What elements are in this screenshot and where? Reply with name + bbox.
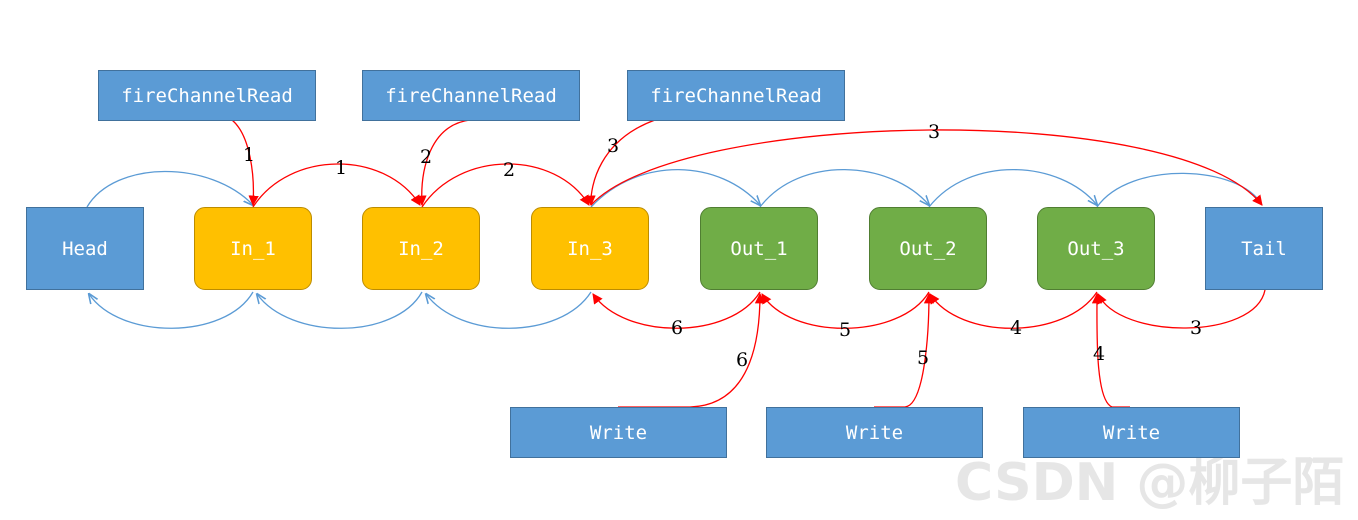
flow-out2-out1 [761,291,930,329]
link-head-in1 [86,170,253,208]
link-in3-in2 [426,292,592,329]
link-in2-in1 [257,292,423,329]
link-out3-tail [1096,172,1263,208]
label-fire1-step: 1 [243,144,255,166]
fire-channel-read-box-3: fireChannelRead [627,70,845,121]
watermark: CSDN @柳子陌 [955,453,1344,513]
in2-node: In_2 [362,207,480,290]
label-tail-out3-step: 3 [1190,317,1202,339]
label-out2-out1-step: 5 [839,319,851,341]
link-out2-out3 [928,169,1097,207]
flow-out3-out2 [929,291,1098,329]
label-in1-in2-step: 1 [335,157,347,179]
write-box-2: Write [766,407,983,458]
out2-node: Out_2 [869,207,987,290]
head-node: Head [26,207,144,290]
flow-tail-out3 [1097,289,1266,329]
fire-channel-read-box-2: fireChannelRead [362,70,580,121]
label-write1-step: 6 [736,349,748,371]
flow-fire1-in1 [231,119,259,207]
flow-in3-tail [590,129,1263,206]
write-box-3: Write [1023,407,1240,458]
flow-fire3-in3 [585,119,656,207]
label-in3-tail-step: 3 [928,121,940,143]
link-in3-out1 [590,169,760,208]
link-out1-out2 [759,169,929,208]
label-in2-in3-step: 2 [503,159,515,181]
out3-node: Out_3 [1037,207,1155,290]
tail-node: Tail [1205,207,1323,290]
fire-channel-read-box-1: fireChannelRead [98,70,316,121]
flow-in2-in3 [421,163,590,208]
label-write3-step: 4 [1093,343,1105,365]
label-fire2-step: 2 [420,146,432,168]
label-fire3-step: 3 [607,135,619,157]
flow-write2-out2 [874,292,935,408]
out1-node: Out_1 [700,207,818,290]
in1-node: In_1 [194,207,312,290]
link-in1-head [89,292,254,329]
flow-fire2-in2 [416,119,471,207]
flow-in1-in2 [252,163,421,208]
in3-node: In_3 [531,207,649,290]
flow-write1-out1 [618,292,766,408]
flow-out1-in3 [592,291,761,329]
flow-write3-out3 [1091,292,1130,408]
label-write2-step: 5 [917,347,929,369]
label-out1-in3-step: 6 [671,317,683,339]
write-box-1: Write [510,407,727,458]
label-out3-out2-step: 4 [1010,317,1022,339]
